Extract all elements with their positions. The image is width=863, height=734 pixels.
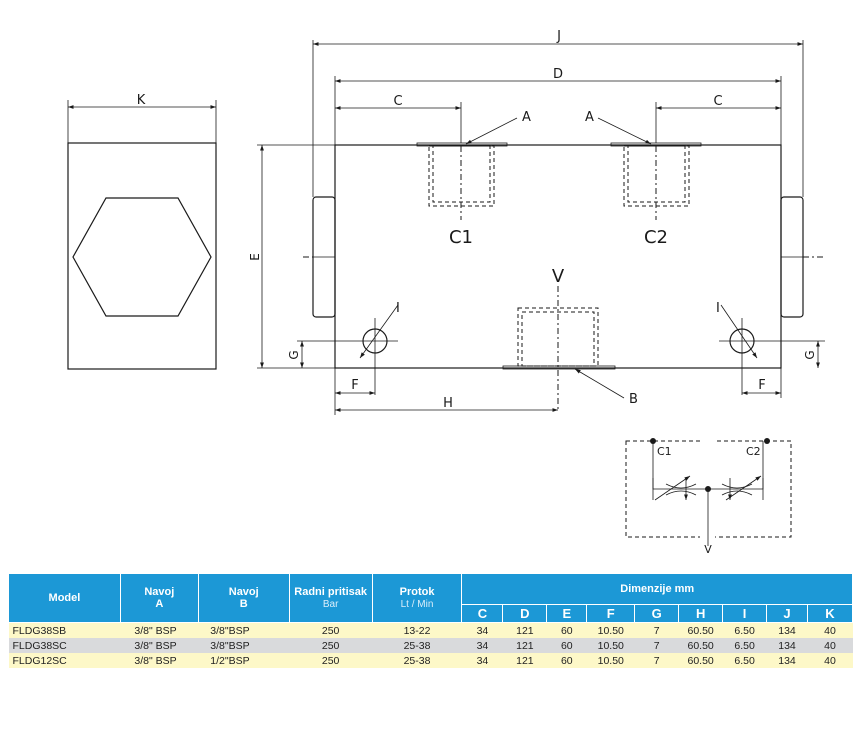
dim-label-c-right: C [713, 94, 722, 109]
port-label-c2: C2 [644, 227, 668, 248]
valve-body [334, 144, 782, 369]
header-navoj-b: Navoj B [197, 573, 290, 623]
cell-dim-d: 121 [502, 638, 547, 653]
cell-dim-f: 10.50 [586, 653, 635, 668]
cell-dim-c: 34 [461, 622, 503, 638]
cell-dim-e: 60 [546, 622, 587, 638]
hydraulic-schematic: C1 C2 V [625, 436, 792, 556]
technical-drawing: K [67, 29, 825, 556]
cell-dim-e: 60 [546, 638, 587, 653]
cell-dim-h: 60.50 [678, 622, 723, 638]
header-navoj-a-sub: A [155, 598, 164, 610]
dim-label-f-left: F [351, 378, 358, 393]
cell-dim-i: 6.50 [722, 638, 767, 653]
cell-dim-j: 134 [766, 653, 808, 668]
dim-label-k: K [137, 93, 146, 108]
cell-navoj-a: 3/8" BSP [120, 653, 199, 668]
cell-dim-i: 6.50 [722, 622, 767, 638]
cell-flow: 25-38 [372, 638, 462, 653]
cell-dim-i: 6.50 [722, 653, 767, 668]
cell-navoj-b: 3/8"BSP [198, 622, 290, 638]
table-row: FLDG38SC 3/8" BSP 3/8"BSP 250 25-38 34 1… [8, 638, 853, 653]
callout-b: B [629, 392, 638, 407]
cell-dim-g: 7 [634, 653, 679, 668]
header-pressure-label: Radni pritisak [294, 586, 368, 598]
header-flow-label: Protok [399, 586, 435, 598]
cell-pressure: 250 [289, 653, 373, 668]
schematic-label-v: V [704, 543, 712, 556]
table-row: FLDG12SC 3/8" BSP 1/2"BSP 250 25-38 34 1… [8, 653, 853, 668]
cell-model: FLDG12SC [8, 653, 121, 668]
header-dim-d: D [502, 604, 548, 623]
header-dim-f: F [586, 604, 636, 623]
header-dim-i: I [722, 604, 768, 623]
cell-navoj-a: 3/8" BSP [120, 622, 199, 638]
dim-label-e: E [248, 253, 262, 261]
cell-navoj-b: 3/8"BSP [198, 638, 290, 653]
header-navoj-a-label: Navoj [144, 586, 175, 598]
header-dim-c: C [461, 604, 504, 623]
cell-dim-f: 10.50 [586, 638, 635, 653]
cell-model: FLDG38SB [8, 622, 121, 638]
header-flow-unit: Lt / Min [400, 599, 434, 610]
header-flow: Protok Lt / Min [371, 573, 463, 623]
dim-label-c-left: C [393, 94, 402, 109]
cell-dim-d: 121 [502, 622, 547, 638]
side-view: K [67, 93, 217, 370]
dim-label-g-right: G [803, 350, 817, 359]
dim-label-f-right: F [758, 378, 765, 393]
port-label-c1: C1 [449, 227, 473, 248]
cell-navoj-b: 1/2"BSP [198, 653, 290, 668]
callout-a-right: A [585, 110, 594, 125]
cell-dim-e: 60 [546, 653, 587, 668]
cell-flow: 13-22 [372, 622, 462, 638]
side-view-body [67, 142, 217, 370]
cell-dim-j: 134 [766, 638, 808, 653]
cell-dim-h: 60.50 [678, 638, 723, 653]
callout-i-right: I [716, 301, 720, 316]
cell-pressure: 250 [289, 638, 373, 653]
dim-label-d: D [553, 67, 563, 82]
cell-dim-g: 7 [634, 638, 679, 653]
schematic-label-c1: C1 [657, 445, 672, 458]
schematic-label-c2: C2 [746, 445, 761, 458]
header-navoj-b-sub: B [239, 598, 248, 610]
cell-navoj-a: 3/8" BSP [120, 638, 199, 653]
hexagon-icon [72, 197, 212, 317]
callout-i-left: I [396, 301, 400, 316]
front-view: J D C C E G G F F H A A B I I C1 C2 V [248, 29, 825, 415]
cell-model: FLDG38SC [8, 638, 121, 653]
dim-label-g-left: G [287, 350, 301, 359]
header-dim-e: E [546, 604, 588, 623]
table-row: FLDG38SB 3/8" BSP 3/8"BSP 250 13-22 34 1… [8, 622, 853, 638]
header-dim-k: K [806, 604, 854, 623]
header-pressure-unit: Bar [322, 599, 339, 610]
cell-dim-c: 34 [461, 638, 503, 653]
cell-dim-d: 121 [502, 653, 547, 668]
header-navoj-a: Navoj A [119, 573, 199, 623]
header-dim-h: H [678, 604, 724, 623]
port-label-v: V [552, 266, 565, 287]
header-pressure: Radni pritisak Bar [288, 573, 373, 623]
header-dim-g: G [634, 604, 680, 623]
cell-dim-k: 40 [807, 622, 853, 638]
dim-label-h: H [443, 396, 453, 411]
callout-a-left: A [522, 110, 531, 125]
cell-dim-c: 34 [461, 653, 503, 668]
cell-dim-h: 60.50 [678, 653, 723, 668]
header-dim-j: J [766, 604, 808, 623]
header-navoj-b-label: Navoj [228, 586, 259, 598]
cell-dim-k: 40 [807, 653, 853, 668]
specifications-table: Model Navoj A Navoj B Radni pritisak Bar… [8, 573, 854, 668]
cell-dim-f: 10.50 [586, 622, 635, 638]
cell-dim-g: 7 [634, 622, 679, 638]
cell-dim-j: 134 [766, 622, 808, 638]
header-dimensions: Dimenzije mm [461, 573, 853, 605]
header-model: Model [8, 573, 121, 623]
cell-dim-k: 40 [807, 638, 853, 653]
dim-label-j: J [556, 29, 561, 44]
cell-pressure: 250 [289, 622, 373, 638]
cell-flow: 25-38 [372, 653, 462, 668]
